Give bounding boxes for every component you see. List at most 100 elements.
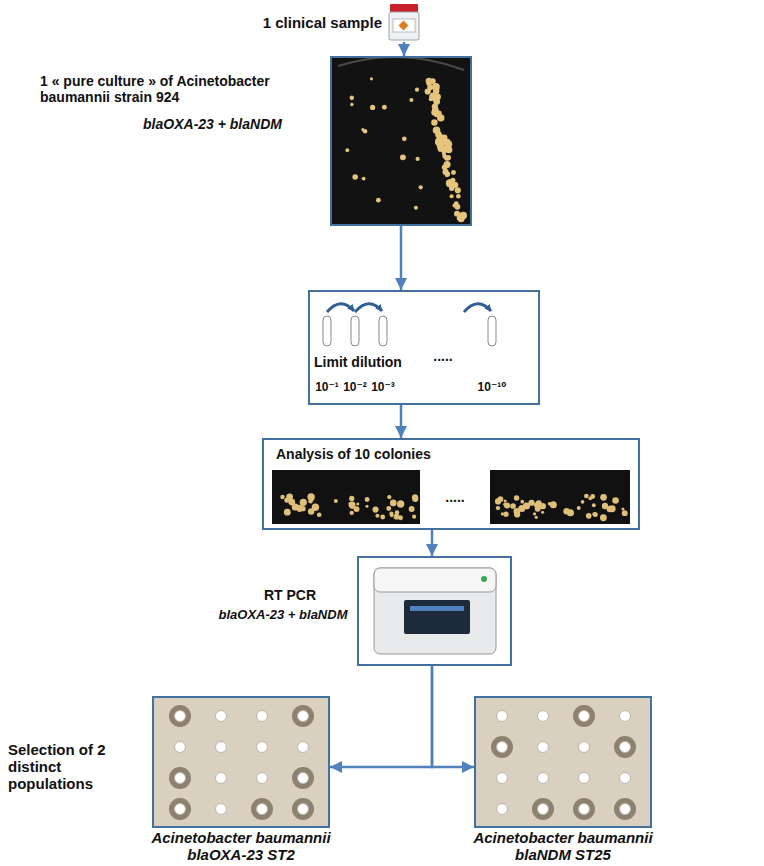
- antibiogram-plates: [154, 698, 650, 826]
- colony: [397, 500, 404, 507]
- disk: [538, 742, 549, 753]
- colony: [354, 506, 360, 512]
- colony: [501, 512, 504, 515]
- colony: [402, 137, 407, 142]
- disk: [579, 711, 590, 722]
- colony: [534, 502, 539, 507]
- colony: [622, 510, 628, 516]
- disk: [216, 773, 227, 784]
- machine-screen: [404, 600, 470, 634]
- colony: [584, 494, 589, 499]
- antibiotic-disk: [292, 705, 314, 727]
- disk: [257, 804, 268, 815]
- plate-rim: [338, 57, 464, 70]
- colony: [416, 157, 420, 161]
- antibiotic-disk: [292, 767, 314, 789]
- colony: [438, 147, 443, 152]
- antibiotic-disk: [497, 804, 508, 815]
- node-heading: Analysis of 10 colonies: [276, 447, 486, 463]
- disk: [579, 773, 590, 784]
- machine-body: [374, 568, 496, 654]
- colony: [442, 165, 448, 171]
- node-text: .....: [418, 349, 468, 365]
- colony: [372, 507, 378, 513]
- disk: [298, 773, 309, 784]
- disk: [175, 773, 186, 784]
- colony: [563, 508, 569, 514]
- disk: [538, 773, 549, 784]
- culture-plate: [332, 57, 470, 224]
- colony: [540, 503, 546, 509]
- colony: [395, 510, 400, 515]
- machine-lid: [374, 568, 496, 592]
- colony: [362, 177, 366, 181]
- colony: [312, 504, 319, 511]
- colony: [415, 88, 419, 92]
- step-label: Selection of 2 distinct populations: [8, 742, 146, 792]
- colony: [387, 495, 391, 499]
- colony: [427, 84, 433, 90]
- colony: [365, 505, 368, 508]
- node-text: blaOXA-23 ST2: [131, 847, 351, 864]
- colony: [307, 493, 314, 500]
- flow-arrow: [330, 666, 432, 767]
- colony: [455, 204, 461, 210]
- tube: [379, 316, 387, 346]
- population-box: Acinetobacter baumanniiblaNDM ST25: [474, 696, 652, 828]
- node-text: 10⁻¹⁰: [468, 381, 516, 394]
- colony: [452, 182, 458, 188]
- tube: [488, 316, 496, 346]
- node-heading: Limit dilution: [314, 355, 424, 371]
- colony: [577, 506, 581, 510]
- antibiotic-disk: [257, 773, 268, 784]
- disk: [175, 804, 186, 815]
- colony: [434, 94, 441, 101]
- disk: [216, 711, 227, 722]
- antibiotic-disk: [257, 711, 268, 722]
- tube: [351, 316, 359, 346]
- colony: [382, 105, 387, 110]
- antibiotic-disk: [579, 773, 590, 784]
- colony: [593, 512, 598, 517]
- colony: [370, 77, 373, 80]
- disk: [497, 711, 508, 722]
- colony: [612, 497, 619, 504]
- inhibition-halo: [292, 767, 314, 789]
- disk: [257, 773, 268, 784]
- container-body: [389, 12, 419, 40]
- antibiotic-disk: [216, 711, 227, 722]
- colony: [450, 194, 454, 198]
- colony: [370, 105, 375, 110]
- antibiotic-disk: [614, 798, 636, 820]
- colony: [376, 198, 381, 203]
- colony: [510, 503, 516, 509]
- colony: [431, 119, 437, 125]
- antibiotic-disk: [216, 804, 227, 815]
- disk: [298, 742, 309, 753]
- inhibition-halo: [532, 798, 554, 820]
- colony: [300, 506, 305, 511]
- colony: [435, 131, 442, 138]
- colony: [504, 499, 507, 502]
- node-text: 10⁻³: [364, 381, 402, 394]
- colony: [365, 497, 370, 502]
- flow-arrow: [431, 530, 434, 556]
- node-heading: Acinetobacter baumannii: [131, 830, 351, 847]
- colony: [503, 512, 508, 517]
- colony: [533, 512, 536, 515]
- colony: [375, 514, 379, 518]
- colony: [386, 506, 391, 511]
- colony: [430, 78, 436, 84]
- node-text: blaOXA-23 + blaNDM: [100, 117, 325, 133]
- flow-arrow: [400, 405, 403, 438]
- colony: [350, 103, 353, 106]
- disk: [620, 742, 631, 753]
- transfer-arrow: [464, 304, 491, 312]
- disk: [216, 742, 227, 753]
- colony: [400, 154, 406, 160]
- antibiotic-disk: [573, 798, 595, 820]
- colony: [518, 505, 525, 512]
- node-text: 10⁻²: [336, 381, 374, 394]
- inhibition-halo: [292, 705, 314, 727]
- colony: [602, 503, 608, 509]
